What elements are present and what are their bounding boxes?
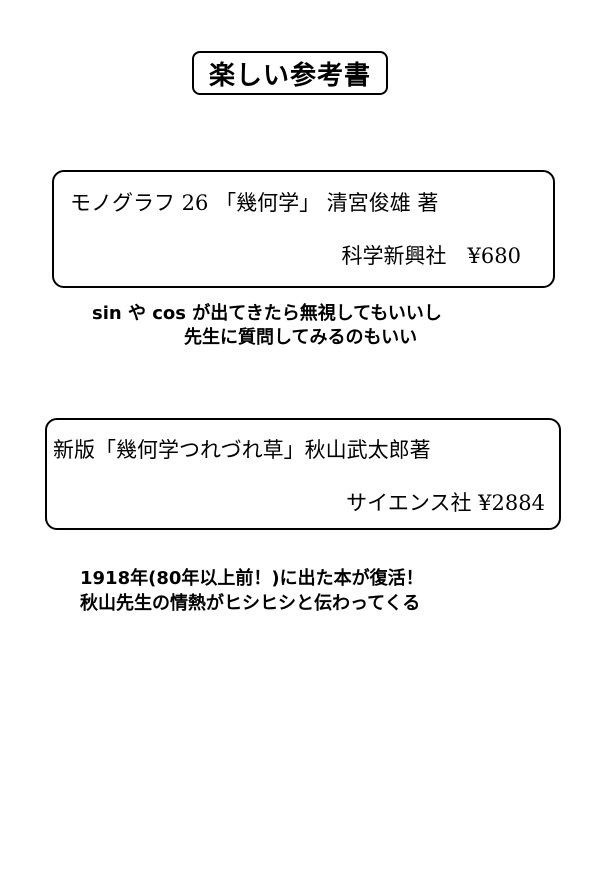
book-comment-line: 先生に質問してみるのもいい <box>184 327 418 348</box>
book-comment-line: 1918年(80年以上前！)に出た本が復活！ <box>80 568 424 589</box>
book-comment-line: 秋山先生の情熱がヒシヒシと伝わってくる <box>80 593 421 614</box>
book-publisher-line: 科学新興社 ¥680 <box>341 244 521 268</box>
book-comment-line: sin や cos が出てきたら無視してもいいし <box>92 303 442 324</box>
book-title-line: 新版「幾何学つれづれ草」秋山武太郎著 <box>53 438 431 462</box>
page-title: 楽しい参考書 <box>192 51 388 95</box>
book-card-geometry-monograph: モノグラフ 26 「幾何学」 清宮俊雄 著 科学新興社 ¥680 <box>52 170 555 288</box>
book-card-geometry-tsurezuregusa: 新版「幾何学つれづれ草」秋山武太郎著 サイエンス社 ¥2884 <box>45 418 561 530</box>
book-title-line: モノグラフ 26 「幾何学」 清宮俊雄 著 <box>70 191 439 215</box>
book-publisher-line: サイエンス社 ¥2884 <box>346 491 545 515</box>
